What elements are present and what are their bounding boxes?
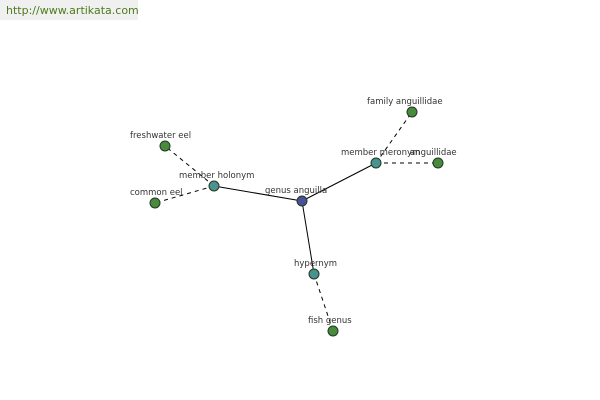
graph-edges [154, 111, 438, 332]
node-common-eel[interactable] [149, 197, 161, 209]
url-banner: http://www.artikata.com [0, 0, 139, 20]
edge-hypernym-to-fish-genus [313, 273, 334, 332]
node-label-anguillidae[interactable]: anguillidae [410, 148, 457, 158]
graph-labels: genus anguilla member holonym member meron… [130, 97, 457, 326]
node-genus-anguilla[interactable] [296, 195, 308, 207]
node-hypernym[interactable] [308, 268, 320, 280]
node-label-member-holonym[interactable]: member holonym [179, 171, 254, 181]
node-label-genus-anguilla[interactable]: genus anguilla [265, 186, 327, 196]
node-label-fish-genus[interactable]: fish genus [308, 316, 352, 326]
node-member-holonym[interactable] [208, 180, 220, 192]
node-label-freshwater-eel[interactable]: freshwater eel [130, 131, 191, 141]
edge-genus-anguilla-to-member-meronym [301, 162, 377, 202]
edge-genus-anguilla-to-hypernym [301, 200, 315, 275]
source-url-link[interactable]: http://www.artikata.com [6, 4, 139, 17]
graph-nodes [149, 106, 444, 337]
edge-member-holonym-to-common-eel [154, 185, 215, 204]
node-label-member-meronym[interactable]: member meronym [341, 148, 420, 158]
node-family-anguillidae[interactable] [406, 106, 418, 118]
node-anguillidae[interactable] [432, 157, 444, 169]
edge-genus-anguilla-to-member-holonym [213, 185, 303, 202]
node-label-hypernym[interactable]: hypernym [294, 259, 337, 269]
node-freshwater-eel[interactable] [159, 140, 171, 152]
node-label-common-eel[interactable]: common eel [130, 188, 183, 198]
node-label-family-anguillidae[interactable]: family anguillidae [367, 97, 443, 107]
edge-member-holonym-to-freshwater-eel [164, 145, 215, 187]
node-member-meronym[interactable] [370, 157, 382, 169]
edge-member-meronym-to-family-anguillidae [375, 111, 413, 164]
node-fish-genus[interactable] [327, 325, 339, 337]
